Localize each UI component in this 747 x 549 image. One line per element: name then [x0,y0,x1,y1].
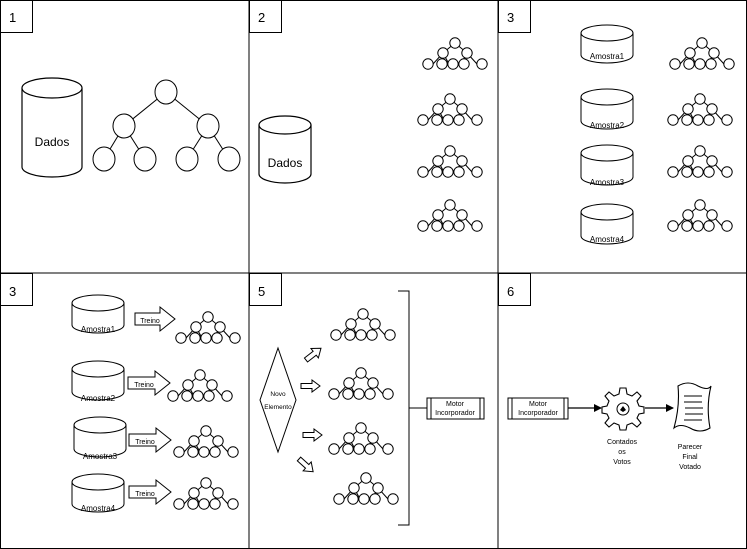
gear-icon [601,387,645,431]
train-arrow: Treino [134,305,176,333]
sample-disk-2: Amostra2 [71,360,125,403]
train-label: Treino [135,439,155,446]
sample-disk-4: Amostra4 [71,473,125,513]
sample-label: Amostra4 [590,235,625,244]
panel-number-tab-3: 3 [498,0,531,33]
tree-icon [667,199,733,232]
engine-label: Motor [446,401,465,408]
sample-disk-3: Amostra3 [580,144,634,187]
document-icon [673,382,712,432]
distribution-arrow [303,347,322,363]
panel-number: 2 [258,10,265,25]
panel-3-samples: Amostra1 Amostra2 Amostra3 Amostra4 [580,24,735,245]
tree-icon [417,199,483,232]
database-label: Dados [35,135,70,149]
tree-icon [333,472,399,505]
train-label: Treino [140,318,160,325]
train-label: Treino [135,491,155,498]
votes-label: os [618,449,626,456]
tree-icon [422,37,488,70]
panel-number: 3 [9,284,16,299]
panel-number-tab-6: 6 [498,273,531,306]
new-element-label: Elemento [264,404,292,411]
tree-icon [328,422,394,455]
tree-icon [173,477,239,510]
train-label: Treino [134,382,154,389]
tree-icon [167,369,233,402]
result-label: Votado [679,464,701,471]
sample-label: Amostra2 [81,394,116,403]
panel-number-tab-1: 1 [0,0,33,33]
tree-icon [667,145,733,178]
sample-label: Amostra3 [83,452,118,461]
sample-disk-3: Amostra3 [73,416,127,461]
ensemble-bracket [398,290,410,526]
tree-icon [417,93,483,126]
database-icon: Dados [21,77,83,178]
sample-disk-1: Amostra1 [71,294,125,334]
tree-icon [330,308,396,341]
tree-icon [328,367,394,400]
panel-1-dataset: Dados [21,77,241,178]
engine-label: Motor [529,401,548,408]
sample-label: Amostra3 [590,178,625,187]
engine-label: Incorporador [435,410,475,417]
panel-2-dataset-forest: Dados [258,37,488,232]
train-arrow: Treino [128,478,172,506]
panel-number: 3 [507,10,514,25]
tree-icon [173,425,239,458]
result-label: Parecer [678,444,703,451]
sample-disk-1: Amostra1 [580,24,634,64]
distribution-arrow [302,428,323,442]
panel-number: 5 [258,284,265,299]
panel-number: 1 [9,10,16,25]
panel-number-tab-2: 2 [249,0,282,33]
result-label: Final [682,454,698,461]
sample-label: Amostra1 [590,52,625,61]
train-arrow: Treino [127,369,171,397]
panel-number: 6 [507,284,514,299]
engine-label: Incorporador [518,410,558,417]
sample-label: Amostra2 [590,121,625,130]
panel-5-classification: Novo Elemento Motor Incorporador [259,290,485,526]
panel-4-training: Amostra1 Treino Amostra2 Treino Amostra3… [71,294,241,513]
sample-disk-2: Amostra2 [580,88,634,130]
panel-6-voting: Motor Incorporador Contados os Votos Par… [507,382,712,471]
sample-label: Amostra1 [81,325,116,334]
motor-incorporador-box: Motor Incorporador [507,397,569,420]
database-icon: Dados [258,115,312,184]
sample-label: Amostra4 [81,504,116,513]
tree-icon [417,145,483,178]
tree-icon [669,37,735,70]
tree-icon [175,311,241,344]
distribution-arrow [296,456,314,473]
panel-number-tab-4: 3 [0,273,33,306]
motor-incorporador-box: Motor Incorporador [426,397,485,420]
new-element-label: Novo [270,391,286,398]
votes-label: Votos [613,459,631,466]
distribution-arrow [300,379,321,393]
database-label: Dados [268,156,303,170]
decision-tree-icon [92,79,241,172]
tree-icon [667,93,733,126]
new-element-diamond: Novo Elemento [259,346,297,454]
sample-disk-4: Amostra4 [580,203,634,245]
train-arrow: Treino [128,426,172,454]
votes-label: Contados [607,439,637,446]
panel-number-tab-5: 5 [249,273,282,306]
